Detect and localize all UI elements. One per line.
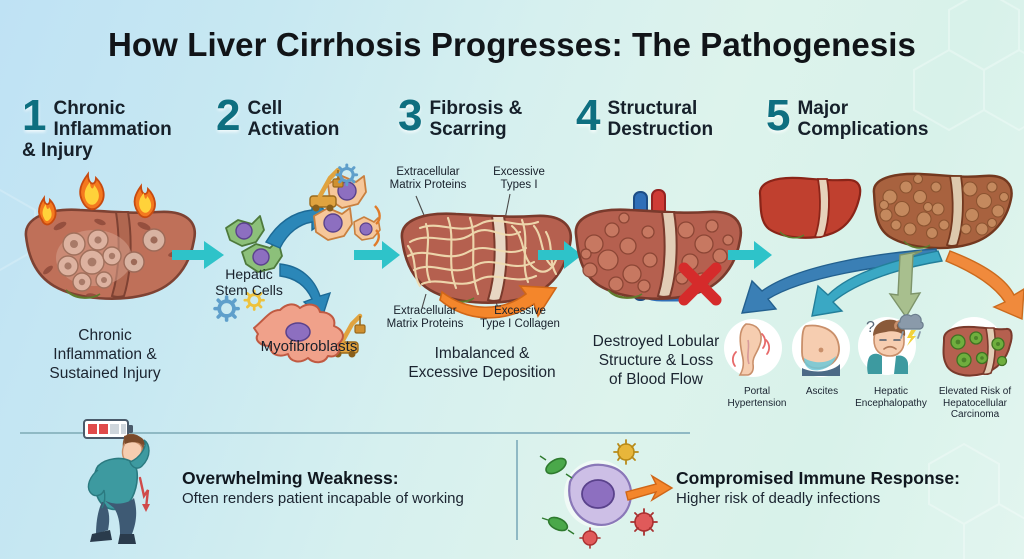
divider-top [180,432,690,434]
hepatic-stem-cells-label: Hepatic Stem Cells [215,266,283,298]
step-2-header: 2 Cell Activation [216,91,376,141]
progress-arrow-4-icon [728,241,772,269]
complication-arrows-group [741,248,1024,321]
activated-cell-icon [313,207,353,241]
step-2-title: Cell Activation [247,98,340,140]
portal-hypertension-icon [722,318,784,378]
gear-icon [243,289,265,311]
exhausted-person-icon [62,416,172,548]
fibrotic-liver-illustration [386,190,576,319]
inflamed-liver-illustration [8,171,208,318]
hcc-label: Elevated Risk of Hepatocellular Carcinom… [938,386,1012,420]
fatigue-arrow-icon [138,476,150,512]
divider-vertical [516,440,518,540]
step-2-number: 2 [216,91,241,140]
immune-cell-and-pathogens-icon [534,438,674,549]
gear-icon [213,295,240,322]
hepatic-stem-cell-icon [241,239,283,273]
step-5-title: Major Complications [797,98,929,140]
progress-arrow-1-icon [172,241,224,269]
hepatocellular-carcinoma-icon [936,316,1013,378]
myofibroblasts-label: Myofibroblasts [260,338,358,355]
step-1-title: Chronic Inflammation & Injury [22,98,172,161]
step-4-header: 4 Structural Destruction [576,91,736,141]
step-3-header: 3 Fibrosis & Scarring [398,91,568,141]
myofibroblast-icon [253,303,344,364]
portal-hypertension-label: Portal Hypertension [727,386,787,409]
storm-cloud-icon [897,313,924,346]
low-battery-icon [83,419,133,439]
crane-icon [309,167,344,212]
hepatic-encephalopathy-label: Hepatic Encephalopathy [855,386,927,409]
step-1-number: 1 [22,91,47,140]
arrow-to-hcc-icon [945,250,1024,321]
flame-icon [38,195,57,226]
excessive-type-i-collagen-label: Excessive Type I Collagen [480,305,560,330]
gear-icon [335,163,359,187]
ecm-proteins-top-label: Extracellular Matrix Proteins [389,166,467,191]
virus-icon [630,508,658,536]
flame-icon [133,183,156,219]
virus-icon [613,439,639,465]
ascites-label: Ascites [805,386,839,397]
step-5-header: 5 Major Complications [766,91,956,141]
deposition-arrow-icon [439,285,558,319]
hepatic-encephalopathy-icon: ? [856,312,924,378]
page-title: How Liver Cirrhosis Progresses: The Path… [107,26,917,63]
bacterium-icon [539,455,573,479]
step-4-caption: Destroyed Lobular Structure & Loss of Bl… [592,333,720,388]
svg-text:?: ? [866,319,875,336]
excessive-types-i-label: Excessive Types I [493,166,545,191]
overwhelming-weakness-title: Overwhelming Weakness: [182,468,399,488]
cirrhotic-liver-illustration [866,163,1018,255]
step-5-number: 5 [766,91,791,140]
progress-arrow-3-icon [538,241,582,269]
progress-arrow-2-icon [354,241,400,269]
step-3-title: Fibrosis & Scarring [429,98,523,140]
hepatic-stem-cell-icon [225,215,265,247]
phagocytosis-arrow-icon [625,474,674,502]
compromised-immune-subtitle: Higher risk of deadly infections [676,490,881,507]
ascites-icon [790,318,852,378]
overwhelming-weakness-block: Overwhelming Weakness: Often renders pat… [182,468,512,508]
cell-activation-illustration [208,160,383,365]
overwhelming-weakness-subtitle: Often renders patient incapable of worki… [182,490,464,507]
destroyed-liver-illustration [562,188,743,320]
compromised-immune-block: Compromised Immune Response: Higher risk… [676,468,1016,508]
step-1-caption: Chronic Inflammation & Sustained Injury [49,327,161,382]
healthy-liver-illustration [754,168,864,248]
step-1-header: 1 Chronic Inflammation & Injury [22,91,202,162]
activated-cell-icon [353,216,381,241]
ecm-proteins-bottom-label: Extracellular Matrix Proteins [386,305,464,330]
step-4-number: 4 [576,91,601,140]
compromised-immune-title: Compromised Immune Response: [676,468,960,488]
step-3-caption: Imbalanced & Excessive Deposition [408,345,556,381]
virus-icon [579,527,601,549]
bacterium-icon [541,516,575,535]
blocked-flow-x-icon [678,262,722,306]
flame-icon [79,171,105,211]
step-3-number: 3 [398,91,423,140]
step-4-title: Structural Destruction [607,98,714,140]
